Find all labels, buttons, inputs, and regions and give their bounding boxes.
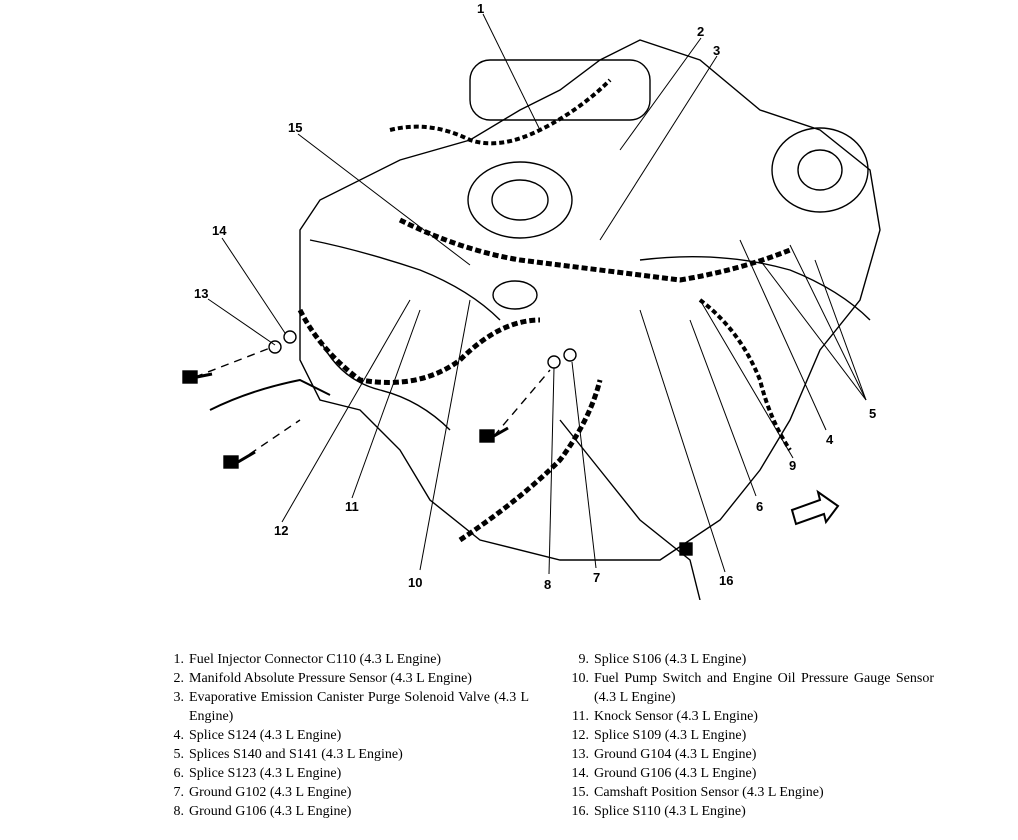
legend-column-left: 1.Fuel Injector Connector C110 (4.3 L En… — [162, 650, 530, 821]
legend-item-6: 6.Splice S123 (4.3 L Engine) — [173, 766, 342, 781]
intake-manifold-outline — [299, 39, 881, 561]
callout-1: 1 — [477, 1, 484, 16]
throttle-body-inner — [491, 179, 549, 221]
wiring-harness-main — [398, 217, 791, 283]
ground-dashed-line-2 — [237, 419, 301, 463]
legend-item-2: 2.Manifold Absolute Pressure Sensor (4.3… — [173, 671, 472, 686]
ground-dashed-line-3 — [493, 369, 551, 437]
legend-item-1: 1.Fuel Injector Connector C110 (4.3 L En… — [173, 652, 442, 667]
distributor — [492, 280, 538, 310]
legend-item-7: 7.Ground G102 (4.3 L Engine) — [173, 785, 352, 800]
parts-legend: 1.Fuel Injector Connector C110 (4.3 L En… — [0, 650, 1018, 840]
valve-cover-right — [639, 255, 871, 321]
wiring-harness-left — [297, 308, 541, 385]
bolt-icon-1 — [182, 370, 213, 384]
legend-column-right: 9.Splice S106 (4.3 L Engine) 10.Fuel Pum… — [567, 650, 935, 821]
callout-7: 7 — [593, 570, 600, 585]
callout-10: 10 — [408, 575, 422, 590]
legend-item-14: 14.Ground G106 (4.3 L Engine) — [571, 766, 757, 781]
callout-16: 16 — [719, 573, 733, 588]
legend-item-10: 10.Fuel Pump Switch and Engine Oil Press… — [571, 671, 935, 705]
engine-wiring-diagram: 1 2 3 4 5 6 7 8 9 10 11 12 13 14 15 16 — [182, 1, 881, 600]
ground-g102-terminal — [563, 348, 577, 362]
throttle-body — [467, 161, 573, 239]
ground-strap — [209, 378, 331, 411]
callout-labels: 1 2 3 4 5 6 7 8 9 10 11 12 13 14 15 16 — [194, 1, 876, 592]
legend-item-5: 5.Splices S140 and S141 (4.3 L Engine) — [173, 747, 403, 762]
callout-4: 4 — [826, 432, 834, 447]
bolt-icon-4 — [679, 542, 693, 556]
callout-15: 15 — [288, 120, 302, 135]
wiring-harness-top — [389, 78, 612, 146]
exhaust-manifold — [319, 339, 451, 431]
callout-8: 8 — [544, 577, 551, 592]
front-direction-arrow-icon — [790, 489, 840, 526]
callout-14: 14 — [212, 223, 227, 238]
ground-dashed-line-1 — [194, 347, 271, 378]
callout-11: 11 — [345, 499, 359, 514]
callout-3: 3 — [713, 43, 720, 58]
callout-13: 13 — [194, 286, 208, 301]
legend-item-9: 9.Splice S106 (4.3 L Engine) — [578, 652, 747, 667]
callout-6: 6 — [756, 499, 763, 514]
legend-item-11: 11.Knock Sensor (4.3 L Engine) — [572, 709, 758, 724]
legend-item-8: 8.Ground G106 (4.3 L Engine) — [173, 804, 352, 819]
valve-cover-left — [309, 239, 501, 321]
callout-5: 5 — [869, 406, 876, 421]
callout-leaders — [207, 13, 867, 575]
legend-item-16: 16.Splice S110 (4.3 L Engine) — [571, 804, 746, 819]
legend-item-15: 15.Camshaft Position Sensor (4.3 L Engin… — [571, 785, 824, 800]
wiring-harness-right — [698, 298, 792, 452]
engine-illustration — [182, 39, 881, 600]
bolt-icon-3 — [479, 426, 509, 443]
ground-g104-terminal — [268, 340, 282, 354]
legend-item-13: 13.Ground G104 (4.3 L Engine) — [571, 747, 757, 762]
ground-g106-lower-terminal — [547, 355, 561, 369]
legend-item-12: 12.Splice S109 (4.3 L Engine) — [571, 728, 747, 743]
callout-9: 9 — [789, 458, 796, 473]
wiring-harness-lower — [458, 379, 603, 543]
transmission — [559, 419, 701, 600]
legend-item-4: 4.Splice S124 (4.3 L Engine) — [173, 728, 342, 743]
callout-12: 12 — [274, 523, 288, 538]
callout-2: 2 — [697, 24, 704, 39]
ground-g106-terminal — [283, 330, 297, 344]
legend-item-3: 3.Evaporative Emission Canister Purge So… — [173, 690, 530, 724]
alternator-inner — [797, 149, 843, 191]
alternator — [771, 127, 869, 213]
